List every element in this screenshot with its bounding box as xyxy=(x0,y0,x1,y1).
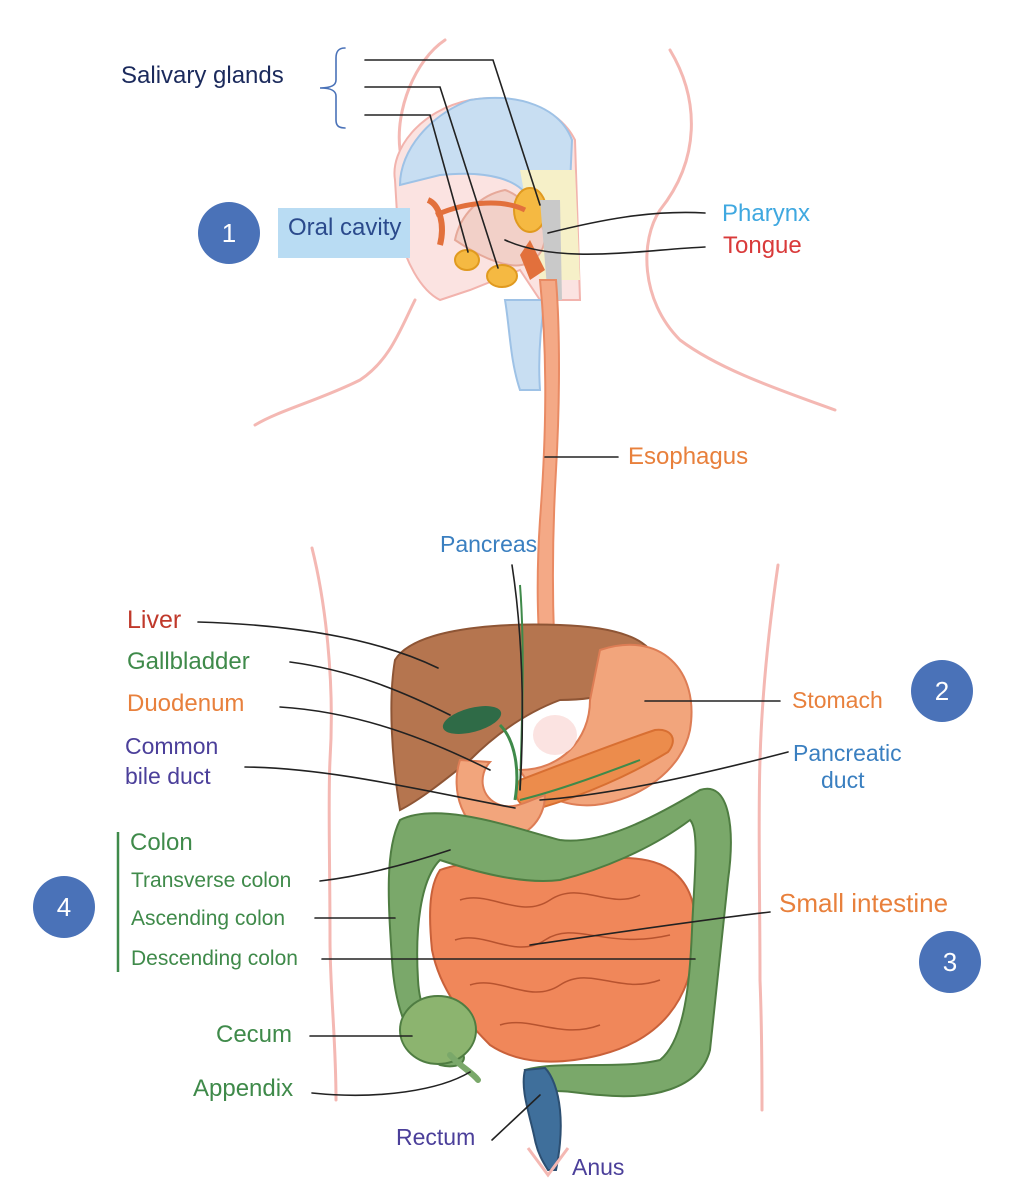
label-pancreatic-duct-line2: duct xyxy=(821,767,865,793)
label-duodenum: Duodenum xyxy=(127,690,245,717)
label-pharynx: Pharynx xyxy=(722,200,811,227)
appendix-shape xyxy=(447,1052,481,1083)
label-anus: Anus xyxy=(572,1154,625,1180)
badge-2: 2 xyxy=(911,660,973,722)
label-common-bile-duct-line1: Common xyxy=(125,733,219,759)
badge-4: 4 xyxy=(33,876,95,938)
gallbladder-shape xyxy=(442,706,502,734)
label-cecum: Cecum xyxy=(216,1021,293,1048)
label-pancreas: Pancreas xyxy=(440,531,538,557)
label-tongue: Tongue xyxy=(723,232,802,259)
body-outline xyxy=(253,38,837,1112)
label-small-intestine: Small intestine xyxy=(779,888,949,918)
small-intestine-folds xyxy=(454,892,671,1031)
label-descending-colon: Descending colon xyxy=(131,947,298,970)
label-rectum: Rectum xyxy=(396,1124,476,1150)
label-stomach: Stomach xyxy=(792,687,883,713)
badge-3: 3 xyxy=(919,931,981,993)
badge-1: 1 xyxy=(198,202,260,264)
label-gallbladder: Gallbladder xyxy=(127,648,250,675)
label-common-bile-duct-line2: bile duct xyxy=(125,763,211,789)
label-transverse-colon: Transverse colon xyxy=(131,869,292,892)
label-ascending-colon: Ascending colon xyxy=(131,907,286,930)
label-appendix: Appendix xyxy=(193,1075,294,1102)
label-colon: Colon xyxy=(130,829,193,856)
label-liver: Liver xyxy=(127,606,182,634)
label-pancreatic-duct-line1: Pancreatic xyxy=(793,740,902,766)
label-esophagus: Esophagus xyxy=(628,443,749,470)
cecum-shape xyxy=(399,995,477,1065)
label-oral-cavity: Oral cavity xyxy=(288,214,402,241)
label-salivary-glands: Salivary glands xyxy=(121,62,284,89)
oral-cavity-highlight xyxy=(278,208,410,258)
